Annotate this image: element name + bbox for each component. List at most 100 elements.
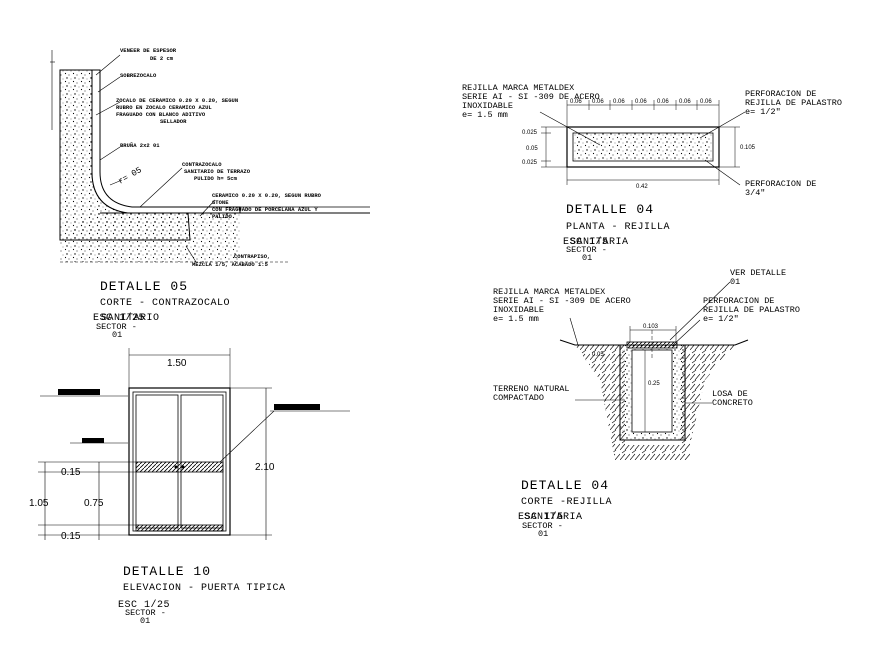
top-dim-ticks: [566, 100, 720, 127]
label-contrapiso-2: MEZCLA 1/5, ACABADO 1:5: [192, 261, 269, 268]
label-radius: r= 05: [117, 165, 144, 186]
section-scale: ESC 1/5: [518, 511, 564, 523]
slab-note-2: CONCRETO: [712, 398, 753, 408]
section-sector-num: 01: [538, 529, 548, 539]
detail-05-sector-num: 01: [112, 330, 122, 340]
door-width: 1.50: [167, 358, 187, 369]
plan-sector: SECTOR -: [566, 245, 607, 255]
plan-left-note-3: INOXIDABLE: [462, 101, 513, 111]
plan-scale: ESC 1/5: [563, 236, 609, 248]
bottom-dim: 0.42: [636, 184, 648, 190]
section-right-note-3: e= 1/2": [703, 314, 739, 324]
finish-layer: [91, 69, 241, 214]
bottom-rail: [135, 524, 224, 532]
detail-05-scale: ESC 1/25: [93, 312, 145, 324]
soil-right: [680, 345, 735, 445]
label-plaster: SOBREZOCALO: [120, 72, 157, 79]
plan-scale-overlap: SANITARIA: [570, 237, 629, 248]
dim-top-rail: 0.15: [61, 467, 81, 478]
section-left-note-3: INOXIDABLE: [493, 305, 544, 315]
slab-note-1: LOSA DE: [712, 389, 748, 399]
detail-04-plan: 0.06 0.06 0.06 0.06 0.06 0.06 0.06 0.025…: [462, 83, 842, 263]
label-zocalo-4: SELLADOR: [160, 118, 187, 125]
section-scale-overlap: SANITARIA: [524, 512, 583, 523]
left-dim-2: 0.05: [526, 146, 538, 152]
top-dim-6: 0.06: [679, 99, 691, 105]
label-contrapiso-1: CONTRAPISO,: [234, 253, 270, 260]
detail-05-scale-overlap: SANITARIO: [101, 313, 160, 324]
label-ceramic-3: CON FRAGUADO DE PORCELANA AZUL Y: [212, 206, 318, 213]
door-height: 2.10: [255, 462, 275, 473]
section-right-note-1: PERFORACION DE: [703, 296, 774, 306]
section-ref-note-2: 01: [730, 277, 740, 287]
door-sector-num: 01: [140, 616, 150, 626]
plan-right-note-bottom-1: PERFORACION DE: [745, 179, 816, 189]
label-ceramic-2: STONE: [212, 199, 229, 206]
section-ref-note-1: VER DETALLE: [730, 268, 786, 278]
section-sector: SECTOR -: [522, 521, 563, 531]
label-contra-2: SANITARIO DE TERRAZO: [184, 168, 251, 175]
top-dim-2: 0.06: [592, 99, 604, 105]
channel-void: [631, 349, 673, 433]
label-zocalo-2: RUBRO EN ZOCALO CERAMICO AZUL: [116, 104, 212, 111]
detail-05-section: VENEER DE ESPESOR DE 2 cm SOBREZOCALO ZO…: [50, 47, 370, 340]
right-dim: 0.105: [740, 145, 756, 151]
section-title: DETALLE 04: [521, 478, 609, 493]
label-ceramic-4: PALIDO: [212, 213, 233, 220]
plan-left-note-2: SERIE AI - SI -309 DE ACERO: [462, 92, 600, 102]
door-sector: SECTOR -: [125, 608, 166, 618]
left-dim-3: 0.025: [522, 160, 538, 166]
mid-rail: [135, 461, 224, 473]
grate-inner: [572, 132, 714, 162]
section-dim-top: 0.103: [643, 324, 659, 330]
section-dim-side: 0.05: [592, 352, 604, 358]
top-dim-5: 0.06: [657, 99, 669, 105]
section-left-note-1: REJILLA MARCA METALDEX: [493, 287, 605, 297]
plan-subtitle: PLANTA - REJILLA: [566, 222, 670, 233]
top-dim-4: 0.06: [635, 99, 647, 105]
dim-mid: 0.75: [84, 498, 104, 509]
label-veneer: VENEER DE ESPESOR: [120, 47, 177, 54]
label-ceramic-1: CERAMICO 0.20 X 0.20, SEGUN RUBRO: [212, 192, 322, 199]
plan-right-note-top-2: REJILLA DE PALASTRO: [745, 98, 842, 108]
plan-title: DETALLE 04: [566, 202, 654, 217]
detail-04-section: 0.103 0.05 0.25 VER DETALLE 01 REJILLA M…: [493, 268, 800, 539]
label-zocalo-3: FRAGUADO CON BLANCO ADITIVO: [116, 111, 206, 118]
section-dim-depth: 0.25: [648, 381, 660, 387]
detail-05-title: DETALLE 05: [100, 279, 188, 294]
floor-concrete: [60, 213, 240, 262]
dim-bottom-rail: 0.15: [61, 531, 81, 542]
leaf-left: [135, 394, 179, 529]
top-dim-1: 0.06: [570, 99, 582, 105]
label-veneer-2: DE 2 cm: [150, 55, 174, 62]
section-left-note-4: e= 1.5 mm: [493, 314, 539, 324]
section-subtitle: CORTE -REJILLA: [521, 497, 612, 508]
label-contra-1: CONTRAZOCALO: [182, 161, 222, 168]
plan-left-note-1: REJILLA MARCA METALDEX: [462, 83, 574, 93]
leaf-right: [180, 394, 224, 529]
plan-right-note-top-1: PERFORACION DE: [745, 89, 816, 99]
soil-left: [575, 345, 690, 460]
label-contra-3: PULIDO h= 5cm: [194, 175, 238, 182]
terrain-note-1: TERRENO NATURAL: [493, 384, 570, 394]
top-dim-7: 0.06: [700, 99, 712, 105]
label-zocalo-1: ZOCALO DE CERAMICO 0.20 X 0.20, SEGUN: [116, 97, 238, 104]
dim-mid-left: 1.05: [29, 498, 49, 509]
detail-05-sector: SECTOR -: [96, 322, 137, 332]
door-subtitle: ELEVACION - PUERTA TIPICA: [123, 583, 286, 594]
label-bruna: BRUÑA 2x2 01: [120, 142, 160, 149]
detail-10-door: 1.50 2.10 0.15 1.05 0.75 0.15 DETALLE 10…: [29, 348, 350, 626]
door-title: DETALLE 10: [123, 564, 211, 579]
top-dim-3: 0.06: [613, 99, 625, 105]
terrain-note-2: COMPACTADO: [493, 393, 544, 403]
door-scale: ESC 1/25: [118, 599, 170, 611]
plan-right-note-bottom-2: 3/4": [745, 188, 765, 198]
section-right-note-2: REJILLA DE PALASTRO: [703, 305, 800, 315]
plan-right-note-top-3: e= 1/2": [745, 107, 781, 117]
left-dim-1: 0.025: [522, 130, 538, 136]
detail-05-subtitle: CORTE - CONTRAZOCALO: [100, 298, 230, 309]
plan-sector-num: 01: [582, 253, 592, 263]
plan-left-note-4: e= 1.5 mm: [462, 110, 508, 120]
section-left-note-2: SERIE AI - SI -309 DE ACERO: [493, 296, 631, 306]
